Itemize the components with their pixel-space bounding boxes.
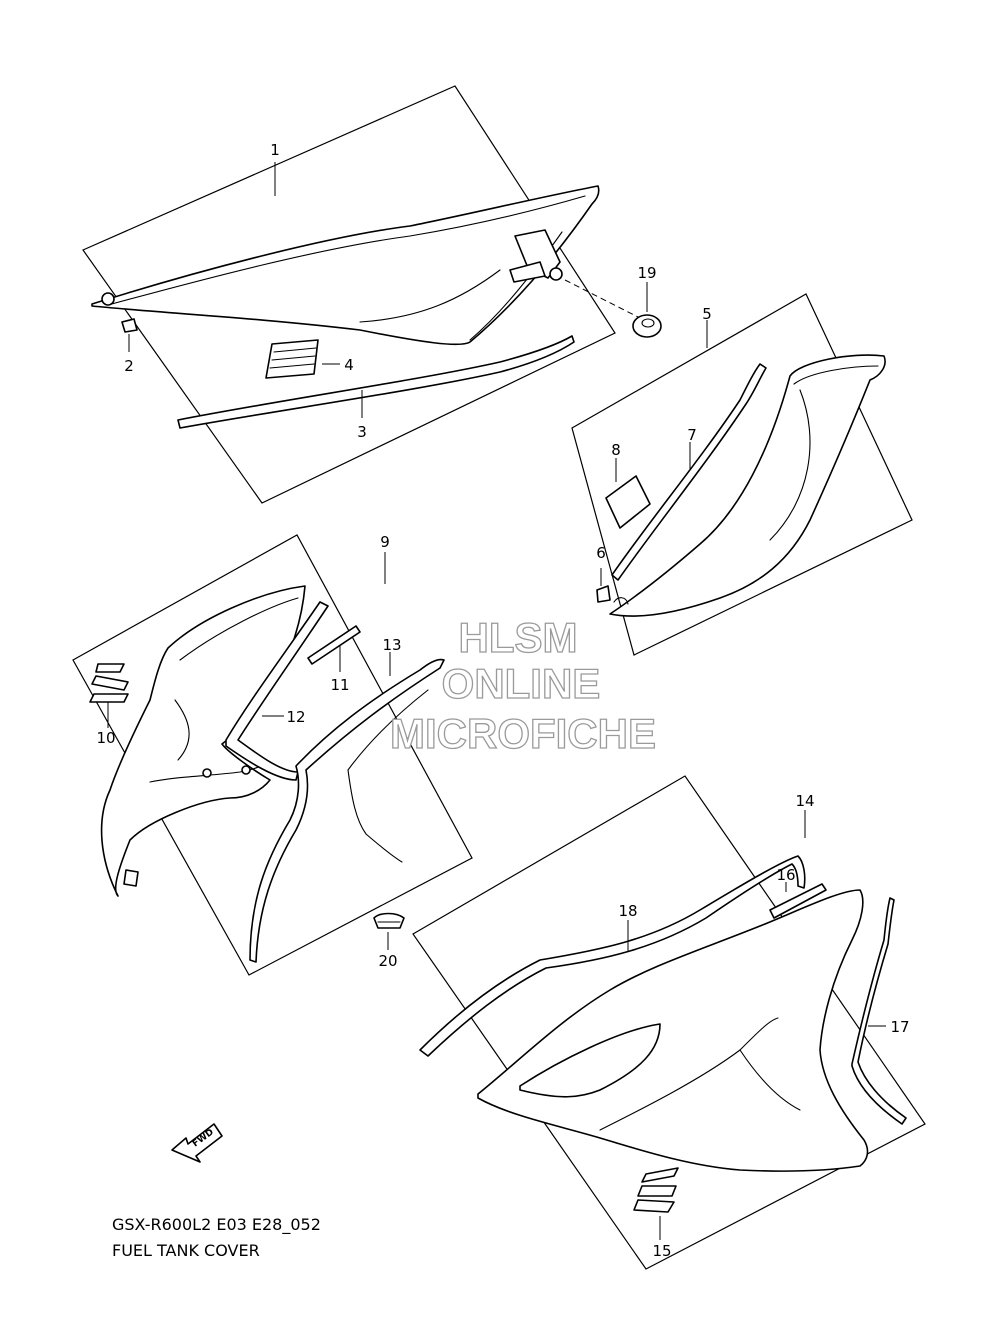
callout-11: 11: [330, 676, 349, 694]
part-3-strip: [177, 335, 575, 429]
part-1-cover: [91, 185, 600, 346]
watermark-line-2: ONLINE: [442, 660, 601, 707]
callout-10: 10: [96, 729, 115, 747]
callout-1: 1: [270, 141, 280, 159]
callout-18: 18: [618, 902, 637, 920]
callout-7: 7: [687, 426, 697, 444]
part-10-emblem: [89, 663, 129, 703]
callout-8: 8: [611, 441, 621, 459]
callout-17: 17: [890, 1018, 909, 1036]
callout-6: 6: [596, 544, 606, 562]
callout-12: 12: [286, 708, 305, 726]
callout-19: 19: [637, 264, 656, 282]
diagram-caption: GSX-R600L2 E03 E28_052 FUEL TANK COVER: [112, 1215, 321, 1260]
group-9-panel: [72, 534, 473, 976]
part-8-pad: [605, 475, 651, 529]
callout-16: 16: [776, 866, 795, 884]
callout-2: 2: [124, 357, 134, 375]
watermark-line-3: MICROFICHE: [390, 710, 656, 757]
callout-numbers: 1 2 3 4 5 6 7 8 9 10 11 12 13 14 15 16 1…: [96, 141, 909, 1260]
part-9-cover: [100, 585, 306, 897]
callout-14: 14: [795, 792, 814, 810]
watermark: HLSM ONLINE MICROFICHE: [389, 613, 656, 757]
callout-4: 4: [344, 356, 354, 374]
callout-13: 13: [382, 636, 401, 654]
callout-leaders: [107, 162, 886, 1240]
group-5-outline: [571, 293, 913, 656]
group-1-panel: [82, 85, 641, 504]
model-code: GSX-R600L2 E03 E28_052: [112, 1215, 321, 1235]
part-12-trim: [225, 601, 329, 781]
part-13-trim: [249, 658, 445, 963]
part-16-pad: [769, 883, 827, 919]
part-6-clip: [596, 585, 611, 603]
fwd-arrow-icon: FWD: [171, 1123, 223, 1163]
group-9-outline: [72, 534, 473, 976]
part-4-pad: [265, 339, 319, 379]
watermark-line-1: HLSM: [459, 614, 578, 661]
part-15-emblem: [633, 1167, 679, 1213]
group-14-outline: [412, 775, 926, 1270]
group-14-panel: [412, 775, 926, 1270]
part-18-strip: [419, 855, 806, 1057]
part-2-clip: [121, 318, 138, 333]
callout-5: 5: [702, 305, 712, 323]
part-11-strip: [307, 625, 361, 665]
part-19-grommet: [632, 314, 662, 338]
group-5-panel: [571, 293, 913, 656]
part-7-strip: [611, 363, 767, 581]
callout-3: 3: [357, 423, 367, 441]
callout-20: 20: [378, 952, 397, 970]
part-17-trim: [851, 897, 907, 1125]
part-14-cover: [477, 889, 869, 1172]
callout-15: 15: [652, 1242, 671, 1260]
callout-9: 9: [380, 533, 390, 551]
part-20-clip: [373, 912, 405, 929]
diagram-title: FUEL TANK COVER: [112, 1241, 260, 1260]
part-5-cover: [609, 354, 886, 617]
